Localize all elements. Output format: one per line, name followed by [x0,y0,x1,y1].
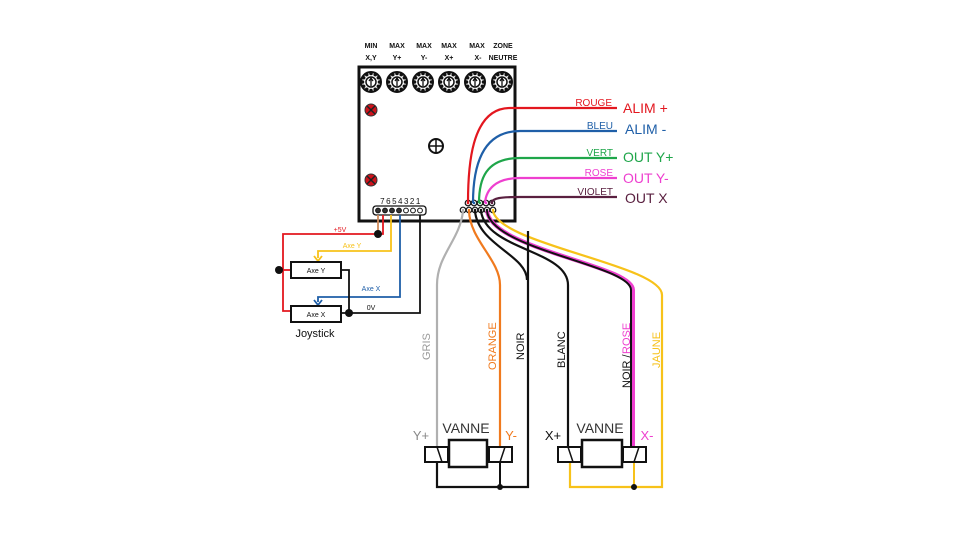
pot-label-1-line2: X,Y [365,55,377,62]
led-icon [364,173,378,187]
connector-pin-numbers: 7654321 [380,197,422,206]
valve-x-right-label: X- [641,428,654,443]
pot-label-3-line1: MAX [416,43,432,50]
valve-wire-label-jaune: JAUNE [651,332,663,368]
output-label-out-y-minus: OUT Y- [623,170,669,186]
led-icon [364,103,378,117]
connector-pin [410,207,416,214]
output-label-out-x: OUT X [625,190,668,206]
valve-y-name: VANNE [442,420,489,436]
valve-x-name: VANNE [576,420,623,436]
connector-pin [417,207,423,214]
connector-pin [396,207,402,214]
junction-dot [275,266,283,274]
joystick-wire-axe-x [317,215,401,302]
connector-pin [389,207,395,214]
valve-wire-label-noir-rose-2: ROSE [621,323,633,354]
joystick-wire-5v [282,215,384,312]
pot-label-2-line2: Y+ [393,55,402,62]
wire-noir-rose-stripe [485,210,635,447]
wire-noir [473,210,529,281]
wire-label-rouge: ROUGE [575,98,612,109]
junction-dot [345,309,353,317]
wire-label-vert: VERT [587,148,614,159]
output-label-alim-minus: ALIM - [625,121,667,137]
potentiometer-icon[interactable] [412,71,434,93]
wire-label-bleu: BLEU [587,121,613,132]
valve-wire-label-blanc: BLANC [556,331,568,368]
potentiometer-icon[interactable] [386,71,408,93]
pot-label-6-line2: NEUTRE [489,55,518,62]
mounting-hole-icon [428,138,444,154]
wire-violet [489,195,617,204]
pot-label-4-line1: MAX [441,43,457,50]
joystick-axis-x [290,305,342,323]
junction-dot [631,484,637,490]
joystick-axis-x-label: Axe X [307,312,326,319]
wire-label-axe-x: Axe X [362,286,381,293]
valve-wire-label-orange: ORANGE [487,322,499,370]
pot-label-4-line2: X+ [445,55,454,62]
joystick-axis-y-label: Axe Y [307,268,326,275]
potentiometer-icon[interactable] [464,71,486,93]
valve-x-left-label: X+ [545,428,561,443]
junction-dot [374,230,382,238]
wire-label-axe-y: Axe Y [343,243,362,250]
pot-label-6-line1: ZONE [493,43,513,50]
wire-rouge [466,106,617,204]
joystick-label: Joystick [295,328,335,340]
joystick-axis-y [290,261,342,279]
connector-pin [382,207,388,214]
valve-x: VANNE X+ X- [545,420,654,469]
potentiometer-icon[interactable] [491,71,513,93]
wire-vert [477,156,617,204]
pot-label-5-line2: X- [475,55,483,62]
pot-label-5-line1: MAX [469,43,485,50]
connector-pin [375,207,381,214]
wire-noir-rose [486,210,632,447]
wire-noir-return [435,231,530,489]
pot-label-3-line2: Y- [421,55,428,62]
joystick-wire-axe-y [317,215,392,258]
wire-gris [435,210,465,447]
joystick-wire-0v [350,215,421,314]
valve-y: VANNE Y+ Y- [413,420,517,469]
wire-label-rose: ROSE [585,168,614,179]
wire-label-violet: VIOLET [577,187,613,198]
pot-label-1-line1: MIN [365,43,378,50]
potentiometer-icon[interactable] [438,71,460,93]
wire-label-0v: 0V [367,305,376,312]
wire-label-5v: +5V [334,227,347,234]
valve-wire-label-noir: NOIR [515,332,527,360]
output-label-out-y-plus: OUT Y+ [623,149,673,165]
wire-jaune [491,210,664,489]
wire-blanc [479,210,570,447]
wire-orange [467,210,502,447]
connector-pin [403,207,409,214]
potentiometer-icon[interactable] [360,71,382,93]
junction-dot [497,484,503,490]
valve-wire-label-gris: GRIS [421,333,433,360]
wire-rose [483,176,617,204]
valve-y-left-label: Y+ [413,428,429,443]
output-label-alim-plus: ALIM + [623,100,668,116]
pot-label-2-line1: MAX [389,43,405,50]
valve-wire-label-noir-rose-1: NOIR / [621,353,633,388]
valve-y-right-label: Y- [505,428,517,443]
wire-bleu [471,129,617,204]
